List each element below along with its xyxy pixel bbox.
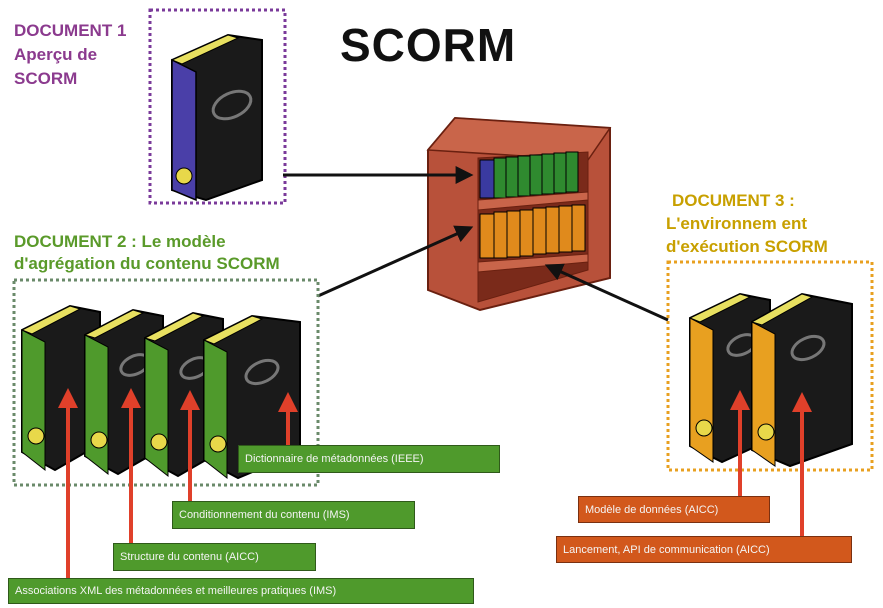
doc1-frame [148, 8, 287, 205]
label-dictionary: Dictionnaire de métadonnées (IEEE) [238, 445, 500, 473]
arrow-doc2-to-shelf [317, 225, 474, 298]
doc3-label-line2: L'environnem ent [666, 214, 808, 233]
doc1-label-line1: DOCUMENT 1 [14, 21, 127, 40]
book-icon [170, 33, 263, 202]
doc1-label-line2: Aperçu de [14, 45, 98, 64]
doc1-label-line3: SCORM [14, 69, 78, 88]
book-icon [202, 314, 301, 480]
doc2-label-line1: DOCUMENT 2 : Le modèle [14, 232, 226, 251]
label-launch: Lancement, API de communication (AICC) [556, 536, 852, 563]
page-title: SCORM [340, 19, 517, 71]
label-packaging: Conditionnement du contenu (IMS) [172, 501, 415, 529]
book-icon [750, 292, 853, 468]
doc2-label-line2: d'agrégation du contenu SCORM [14, 254, 280, 273]
arrow-doc3-to-shelf [544, 263, 669, 322]
doc3-label-line3: d'exécution SCORM [666, 237, 828, 256]
label-data-model: Modèle de données (AICC) [578, 496, 770, 523]
book-icon [688, 292, 771, 464]
doc3-frame [666, 260, 874, 472]
doc3-label-line1: DOCUMENT 3 : [672, 191, 795, 210]
doc2-frame [12, 278, 320, 487]
label-associations: Associations XML des métadonnées et meil… [8, 578, 474, 604]
label-structure: Structure du contenu (AICC) [113, 543, 316, 571]
